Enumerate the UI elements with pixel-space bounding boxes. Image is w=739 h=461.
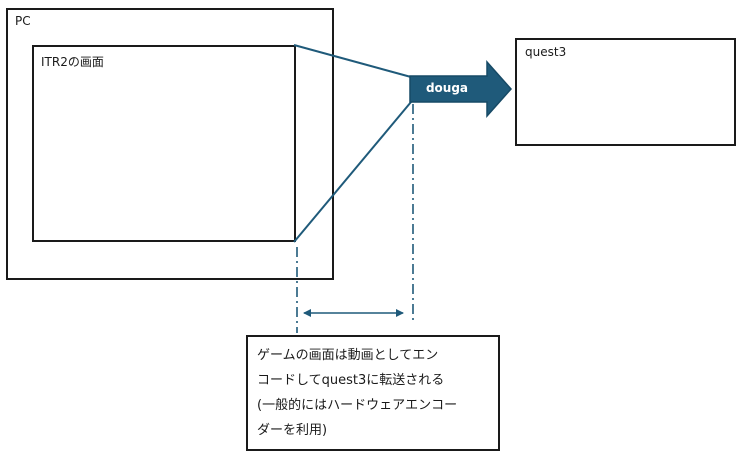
zoom-line-top — [293, 44, 412, 78]
zoom-line-bottom — [293, 101, 412, 243]
note-frame — [246, 335, 500, 451]
quest3-frame — [515, 38, 736, 146]
note-line: コードしてquest3に転送される — [257, 373, 445, 388]
note-text: ゲームの画面は動画としてエン コードしてquest3に転送される (一般的にはハ… — [257, 343, 495, 443]
quest3-label: quest3 — [525, 45, 567, 59]
itr2-screen-label: ITR2の画面 — [41, 55, 104, 69]
itr2-screen-frame — [32, 45, 296, 242]
note-line: ゲームの画面は動画としてエン — [257, 348, 439, 363]
pc-label: PC — [15, 14, 31, 28]
note-line: ダーを利用) — [257, 423, 328, 438]
douga-arrow-label: douga — [425, 81, 469, 95]
douga-arrow — [409, 60, 513, 118]
note-line: (一般的にはハードウェアエンコー — [257, 398, 458, 413]
